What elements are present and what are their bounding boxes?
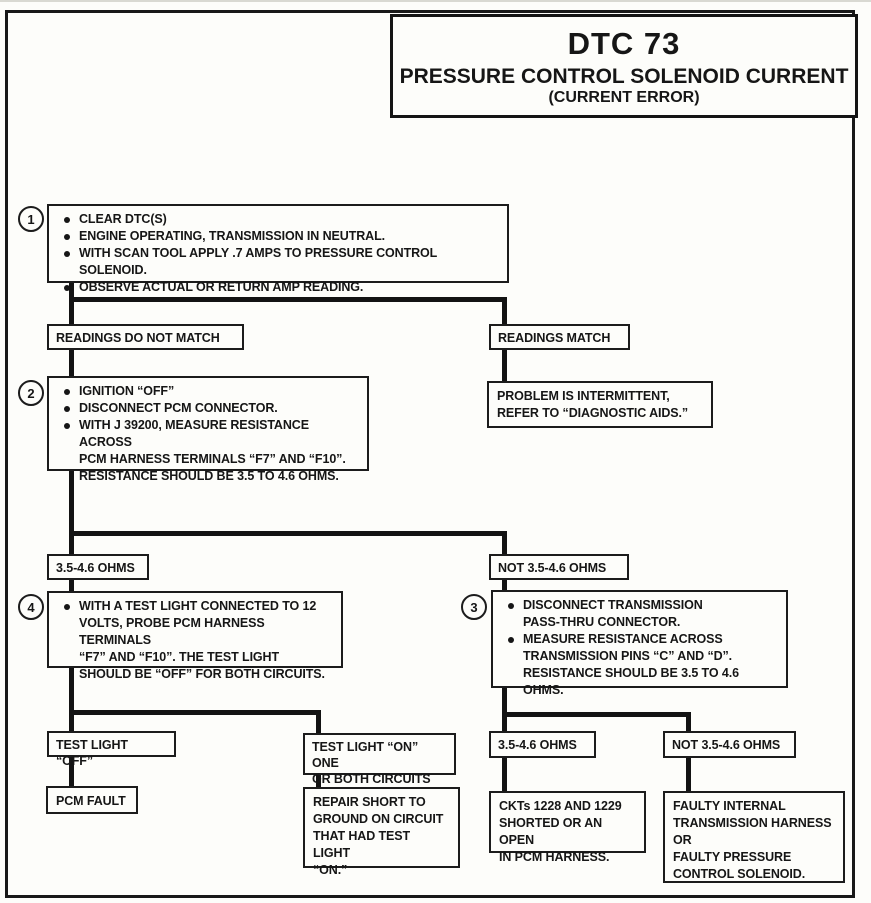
- connector-step1-down: [69, 282, 74, 325]
- step-1-box: CLEAR DTC(S) ENGINE OPERATING, TRANSMISS…: [47, 204, 509, 294]
- bullet-item: DISCONNECT TRANSMISSION PASS-THRU CONNEC…: [499, 597, 778, 631]
- outcome-box-pcm-fault: PCM FAULT: [46, 786, 138, 814]
- connector-branch3-horizontal: [69, 710, 321, 715]
- step-number: 3: [470, 599, 478, 615]
- bullet-item: WITH SCAN TOOL APPLY .7 AMPS TO PRESSURE…: [55, 245, 499, 279]
- step-3-number-badge: 3: [461, 594, 487, 620]
- outcome-box-intermittent: PROBLEM IS INTERMITTENT, REFER TO “DIAGN…: [487, 381, 713, 428]
- bullet-item: MEASURE RESISTANCE ACROSS TRANSMISSION P…: [499, 631, 778, 699]
- bullet-item: CLEAR DTC(S): [55, 211, 499, 228]
- connector-notohms-right-down: [686, 712, 691, 732]
- title-box: DTC 73 PRESSURE CONTROL SOLENOID CURRENT…: [390, 14, 858, 118]
- bullet-text: OBSERVE ACTUAL OR RETURN AMP READING.: [79, 280, 364, 294]
- bullet-text: DISCONNECT PCM CONNECTOR.: [79, 401, 278, 415]
- bullet-text: CLEAR DTC(S): [79, 212, 167, 226]
- bullet-item: OBSERVE ACTUAL OR RETURN AMP READING.: [55, 279, 499, 296]
- bullet-icon: [55, 400, 79, 412]
- bullet-icon: [55, 598, 79, 610]
- bullet-icon: [55, 228, 79, 240]
- step-4-box: WITH A TEST LIGHT CONNECTED TO 12 VOLTS,…: [47, 591, 343, 681]
- bullet-icon: [499, 597, 523, 609]
- connector-branch1-horizontal: [69, 297, 507, 302]
- bullet-icon: [499, 631, 523, 643]
- bullet-item: DISCONNECT PCM CONNECTOR.: [55, 400, 359, 417]
- step-number: 4: [27, 599, 35, 615]
- bullet-text: MEASURE RESISTANCE ACROSS TRANSMISSION P…: [523, 632, 739, 697]
- outcome-box-ckts: CKTs 1228 AND 1229 SHORTED OR AN OPEN IN…: [489, 791, 646, 864]
- bullet-icon: [55, 211, 79, 223]
- bullet-item: ENGINE OPERATING, TRANSMISSION IN NEUTRA…: [55, 228, 499, 245]
- step-number: 2: [27, 385, 35, 401]
- connector-ohmsright-to-ckts: [502, 756, 507, 792]
- outcome-box-repair-short: REPAIR SHORT TO GROUND ON CIRCUIT THAT H…: [303, 787, 460, 877]
- connector-notohms-to-step3: [502, 578, 507, 591]
- bullet-icon: [55, 417, 79, 429]
- connector-testlighton-to-repair: [316, 772, 321, 788]
- bullet-text: WITH A TEST LIGHT CONNECTED TO 12 VOLTS,…: [79, 599, 325, 681]
- branch-label-test-light-on: TEST LIGHT “ON” ONE OR BOTH CIRCUITS: [303, 733, 456, 786]
- branch-label-not-ohms-left: NOT 3.5-4.6 OHMS: [489, 554, 629, 580]
- bullet-icon: [55, 245, 79, 257]
- connector-step2-down: [69, 467, 74, 555]
- outcome-box-faulty: FAULTY INTERNAL TRANSMISSION HARNESS OR …: [663, 791, 845, 883]
- connector-step3-down: [502, 684, 507, 732]
- connector-step4-down: [69, 665, 74, 732]
- bullet-text: ENGINE OPERATING, TRANSMISSION IN NEUTRA…: [79, 229, 385, 243]
- branch-label-not-ohms-right: NOT 3.5-4.6 OHMS: [663, 731, 796, 758]
- bullet-text: WITH SCAN TOOL APPLY .7 AMPS TO PRESSURE…: [79, 246, 437, 277]
- connector-notohms-down: [502, 531, 507, 555]
- branch-label-test-light-off: TEST LIGHT “OFF”: [47, 731, 176, 768]
- connector-nomatch-to-step2: [69, 348, 74, 377]
- connector-readings-match-down: [502, 297, 507, 325]
- branch-label-readings-do-not-match: READINGS DO NOT MATCH: [47, 324, 244, 350]
- connector-testlight-on-down: [316, 710, 321, 734]
- step-4-number-badge: 4: [18, 594, 44, 620]
- bullet-text: IGNITION “OFF”: [79, 384, 175, 398]
- bullet-icon: [55, 279, 79, 291]
- bullet-item: IGNITION “OFF”: [55, 383, 359, 400]
- page-border-frame: [5, 10, 855, 898]
- connector-match-to-intermittent: [502, 348, 507, 382]
- bullet-item: WITH J 39200, MEASURE RESISTANCE ACROSS …: [55, 417, 359, 485]
- connector-branch2-horizontal: [69, 531, 507, 536]
- connector-notohmsright-to-faulty: [686, 756, 691, 792]
- connector-testlightoff-to-pcmfault: [69, 754, 74, 787]
- bullet-text: DISCONNECT TRANSMISSION PASS-THRU CONNEC…: [523, 598, 703, 629]
- step-3-box: DISCONNECT TRANSMISSION PASS-THRU CONNEC…: [491, 590, 788, 697]
- step-2-number-badge: 2: [18, 380, 44, 406]
- branch-label-ohms-left: 3.5-4.6 OHMS: [47, 554, 149, 580]
- connector-branch4-horizontal: [502, 712, 691, 717]
- bullet-item: WITH A TEST LIGHT CONNECTED TO 12 VOLTS,…: [55, 598, 333, 683]
- dtc-code: DTC 73: [567, 25, 681, 61]
- bullet-icon: [55, 383, 79, 395]
- branch-label-ohms-right: 3.5-4.6 OHMS: [489, 731, 596, 758]
- connector-ohms-to-step4: [69, 578, 74, 592]
- bullet-text: WITH J 39200, MEASURE RESISTANCE ACROSS …: [79, 418, 346, 483]
- step-2-box: IGNITION “OFF” DISCONNECT PCM CONNECTOR.…: [47, 376, 369, 483]
- branch-label-readings-match: READINGS MATCH: [489, 324, 630, 350]
- step-1-number-badge: 1: [18, 206, 44, 232]
- dtc-subtitle: (CURRENT ERROR): [548, 88, 700, 106]
- dtc-title: PRESSURE CONTROL SOLENOID CURRENT: [399, 64, 849, 88]
- step-number: 1: [27, 211, 35, 227]
